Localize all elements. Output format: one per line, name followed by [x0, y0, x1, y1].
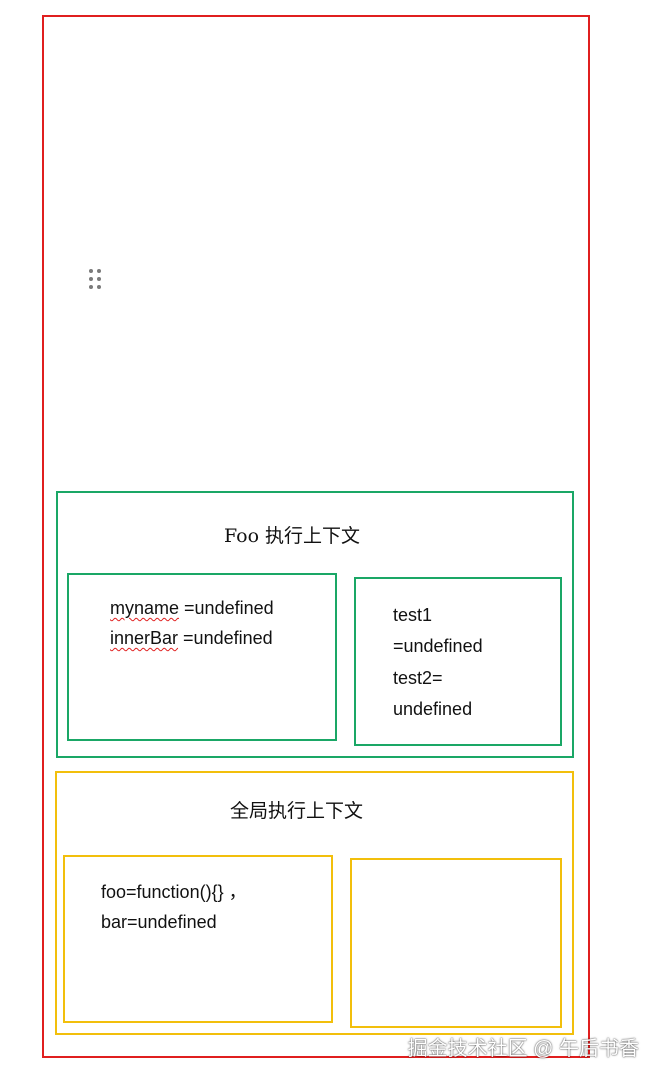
- foo-declaration: foo=function(){} ，: [101, 882, 247, 902]
- test2-value: undefined: [393, 699, 473, 719]
- global-variable-environment: [63, 855, 333, 1023]
- myname-value: =undefined: [179, 598, 274, 618]
- global-lexical-environment: [350, 858, 562, 1028]
- innerbar-identifier: innerBar: [110, 628, 179, 648]
- execution-context-stack: [42, 15, 590, 1058]
- global-execution-context: [55, 771, 574, 1035]
- global-context-title: 全局执行上下文: [230, 800, 364, 822]
- watermark: 掘金技术社区 @ 午后书香: [407, 1038, 639, 1060]
- foo-lexical-environment: [354, 577, 562, 746]
- foo-execution-context: [56, 491, 574, 758]
- foo-context-title: Foo 执行上下文: [224, 525, 361, 547]
- myname-line: myname =undefined: [110, 597, 274, 619]
- foo-variable-environment: [67, 573, 337, 741]
- innerbar-line: innerBar =undefined: [110, 627, 273, 649]
- drag-handle-icon[interactable]: [89, 269, 103, 293]
- test1-name: test1: [393, 605, 433, 625]
- bar-declaration: bar=undefined: [101, 912, 217, 932]
- myname-identifier: myname: [110, 598, 180, 618]
- test1-value: =undefined: [393, 636, 483, 656]
- test2-name: test2=: [393, 668, 443, 688]
- innerbar-value: =undefined: [178, 628, 273, 648]
